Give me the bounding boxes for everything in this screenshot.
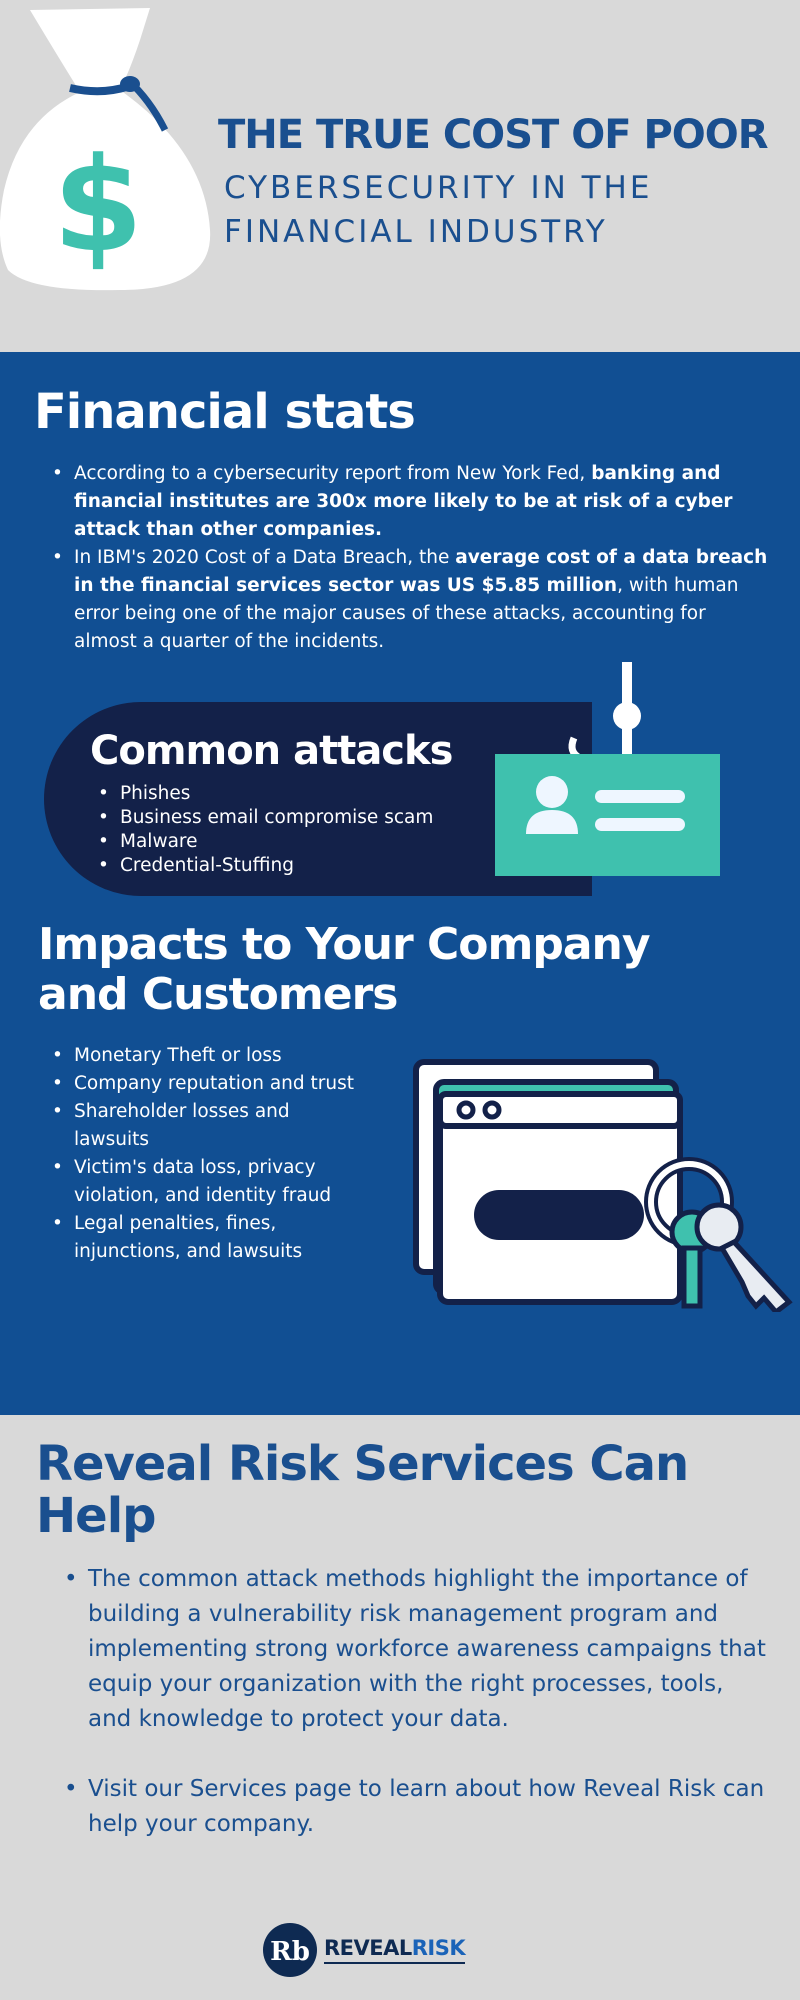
financial-stats-heading: Financial stats — [34, 384, 416, 440]
header-section: $ THE TRUE COST OF POOR CYBERSECURITY IN… — [0, 0, 800, 352]
common-attacks-list: Phishes Business email compromise scam M… — [96, 782, 433, 878]
help-list: The common attack methods highlight the … — [62, 1562, 772, 1877]
common-attacks-heading: Common attacks — [90, 728, 453, 774]
list-item: According to a cybersecurity report from… — [50, 460, 770, 544]
phishing-id-badge-icon — [495, 662, 720, 876]
dollar-sign: $ — [53, 129, 143, 281]
financial-stats-list: According to a cybersecurity report from… — [50, 460, 770, 656]
list-item: Legal penalties, fines, injunctions, and… — [50, 1210, 370, 1266]
subtitle-line-1: CYBERSECURITY IN THE — [224, 170, 653, 206]
impacts-heading: Impacts to Your Company and Customers — [38, 920, 738, 1020]
list-item: Malware — [96, 830, 433, 854]
help-heading: Reveal Risk Services Can Help — [36, 1438, 756, 1542]
impacts-heading-line-1: Impacts to Your Company — [38, 919, 651, 970]
list-item: Monetary Theft or loss — [50, 1042, 370, 1070]
help-heading-line-1: Reveal Risk Services Can — [36, 1436, 689, 1492]
money-bag-icon: $ — [0, 8, 211, 291]
page-title: THE TRUE COST OF POOR — [218, 112, 769, 158]
stats-section: Financial stats According to a cybersecu… — [0, 352, 800, 1415]
list-item: Phishes — [96, 782, 433, 806]
list-item: Shareholder losses and lawsuits — [50, 1098, 370, 1154]
impacts-heading-line-2: and Customers — [38, 969, 398, 1020]
list-item: Credential-Stuffing — [96, 854, 433, 878]
logo-mark-icon: Rb — [263, 1923, 317, 1977]
impacts-list: Monetary Theft or loss Company reputatio… — [50, 1042, 370, 1266]
reveal-risk-logo: Rb REVEALRISK — [262, 1922, 492, 1978]
help-heading-line-2: Help — [36, 1488, 157, 1544]
browser-keys-icon — [413, 1059, 793, 1312]
svg-text:Rb: Rb — [270, 1937, 310, 1967]
page-subtitle: CYBERSECURITY IN THE FINANCIAL INDUSTRY — [224, 166, 652, 254]
list-item: Visit our Services page to learn about h… — [62, 1772, 772, 1842]
list-item: The common attack methods highlight the … — [62, 1562, 772, 1737]
list-item: Business email compromise scam — [96, 806, 433, 830]
list-item: Victim's data loss, privacy violation, a… — [50, 1154, 370, 1210]
list-item: In IBM's 2020 Cost of a Data Breach, the… — [50, 544, 770, 656]
subtitle-line-2: FINANCIAL INDUSTRY — [224, 214, 608, 250]
logo-text: REVEALRISK — [324, 1936, 466, 1964]
list-item: Company reputation and trust — [50, 1070, 370, 1098]
